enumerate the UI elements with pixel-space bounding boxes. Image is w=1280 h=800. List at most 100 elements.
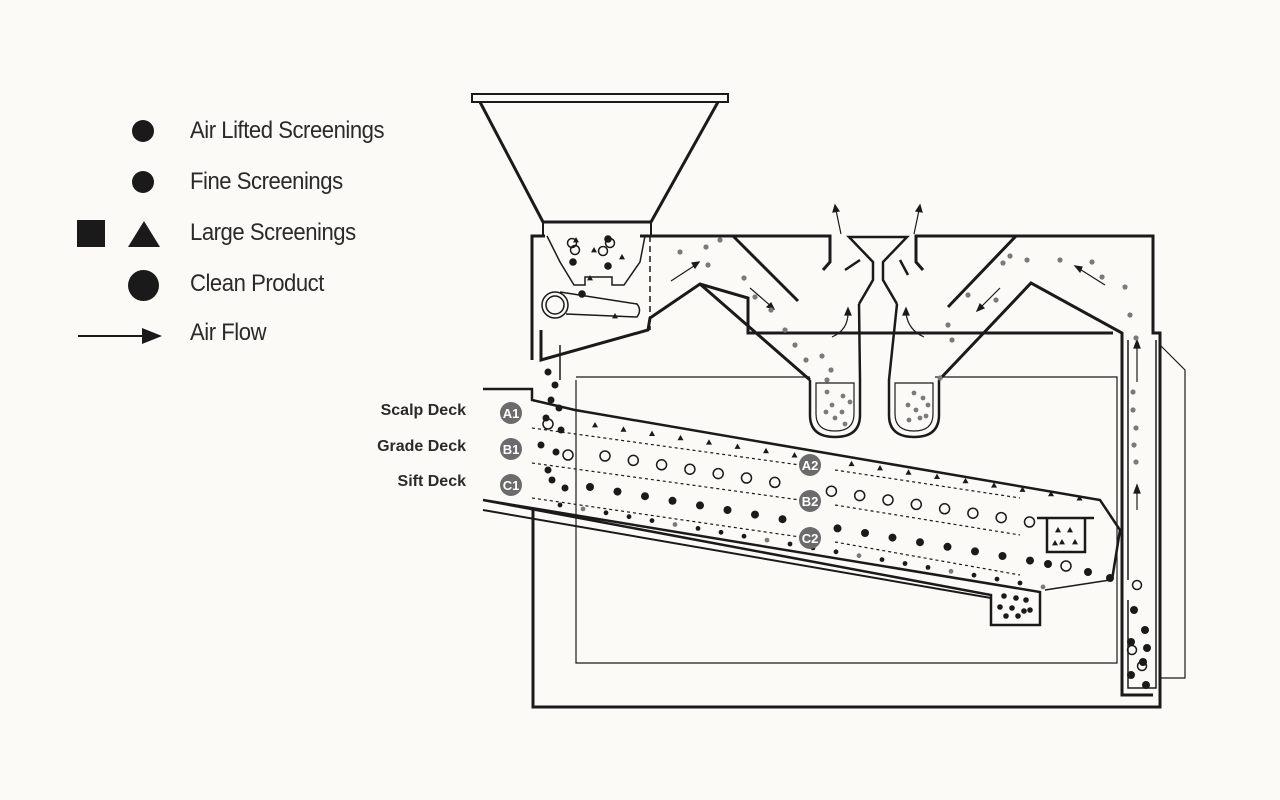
fine-screening-particle [778, 515, 787, 524]
large-screening-particle [791, 452, 798, 458]
fine-screening-particle [1013, 595, 1019, 601]
fine-particle [1040, 584, 1046, 590]
air-lifted-particle [782, 327, 788, 333]
svg-text:B2: B2 [802, 494, 819, 509]
clean-product-particle [740, 472, 753, 484]
frame-top [640, 234, 832, 271]
clean-product-output [1130, 606, 1138, 614]
fine-particle [718, 529, 724, 535]
large-screening-particle [619, 254, 625, 260]
large-screening-particle [763, 447, 769, 454]
fine-screening-particle [604, 262, 612, 270]
fine-screening-particle [1026, 556, 1034, 565]
air-lifted-particle [1133, 459, 1139, 465]
clean-product-particle [967, 507, 979, 519]
large-screening-particle [612, 313, 618, 319]
fine-screening-particle [552, 448, 560, 456]
fine-screening-particle [544, 368, 552, 376]
large-screening-particle [1019, 486, 1026, 492]
clean-product-output [1127, 671, 1135, 679]
legend: Air Lifted Screenings Fine Screenings La… [0, 0, 460, 380]
fine-screening-particle [1023, 597, 1029, 603]
collected-screening [906, 417, 912, 423]
fine-screening-particle [641, 492, 649, 501]
badge-b1 [500, 438, 522, 460]
fine-screening-particle [547, 396, 555, 404]
clean-product-particle [1060, 560, 1072, 572]
air-lifted-particle [1057, 257, 1063, 263]
fine-screening-particle [997, 604, 1003, 610]
air-lifted-particle [792, 342, 798, 348]
fine-particle [902, 561, 908, 566]
large-screening-particle [1072, 539, 1078, 545]
air-lifted-particle [677, 249, 683, 255]
clean-product-particle [542, 418, 554, 430]
air-lifted-particle [1099, 274, 1105, 280]
large-screening-particle [1048, 490, 1054, 497]
fine-screening-particle [561, 484, 569, 492]
air-lifted-particle [1122, 284, 1128, 290]
fine-particle [856, 553, 862, 559]
air-lifted-particle [1133, 335, 1139, 341]
collected-screening [842, 421, 848, 427]
air-lifted-particle [824, 377, 830, 383]
fine-particle [603, 510, 609, 516]
clean-product-particle [882, 494, 894, 506]
fine-screening-particle [943, 542, 952, 551]
clean-product-particle [655, 459, 668, 471]
air-lifted-particle [705, 262, 711, 268]
svg-text:C2: C2 [802, 531, 819, 546]
air-lifted-particle [768, 307, 774, 313]
air-lifted-particle [965, 292, 971, 298]
separator [846, 235, 910, 305]
large-screening-particle [1052, 540, 1058, 546]
air-lifted-particle [803, 357, 809, 363]
air-lifted-particle [703, 244, 709, 250]
legend-item-clean: Clean Product [0, 264, 460, 304]
fine-particle [626, 514, 632, 520]
fine-particle [879, 557, 885, 562]
fine-screening-particle [1001, 593, 1007, 599]
badge-b2 [799, 490, 821, 512]
clean-product-particle [853, 489, 866, 502]
fine-screening-particle [833, 524, 842, 533]
large-screening-particle [934, 473, 940, 479]
scalp-tray [1037, 516, 1094, 554]
fine-particle [672, 522, 678, 527]
air-lifted-particle [1130, 389, 1136, 395]
large-screening-particle [677, 434, 684, 441]
air-lifted-particle [1127, 312, 1133, 318]
fine-particle [557, 502, 563, 508]
hopper [478, 101, 720, 224]
large-screening-particle [877, 465, 883, 471]
fine-particle [971, 572, 977, 578]
grade-screen [531, 462, 1021, 536]
fine-screening-particle [1021, 608, 1027, 614]
fine-particle [833, 549, 839, 555]
legend-label: Air Lifted Screenings [190, 117, 385, 144]
collected-screening [839, 409, 845, 415]
collected-screening [913, 407, 919, 413]
air-lifted-particle [1000, 260, 1006, 266]
grade-deck-label: Grade Deck [377, 438, 466, 455]
hopper-rim [471, 93, 729, 103]
triangle-icon [128, 221, 160, 247]
feed-arm [559, 291, 641, 318]
fine-particle [925, 565, 931, 570]
clean-product-particle [712, 467, 724, 480]
air-lifted-particle [1024, 257, 1030, 263]
air-duct-left [731, 234, 800, 303]
square-icon [77, 220, 105, 247]
legend-item-large: Large Screenings [0, 213, 460, 253]
air-channel-lower [539, 282, 1113, 362]
clean-product-particle [684, 463, 696, 475]
feed-roll [541, 291, 569, 319]
large-screening-particle [592, 422, 598, 428]
fine-screening-particle [723, 506, 732, 514]
legend-label: Clean Product [190, 270, 324, 297]
clean-product-particle [599, 450, 611, 462]
badge-c2 [799, 527, 821, 549]
legend-label: Large Screenings [190, 219, 356, 246]
fine-screening-particle [1044, 560, 1052, 568]
collected-screening [925, 402, 931, 408]
